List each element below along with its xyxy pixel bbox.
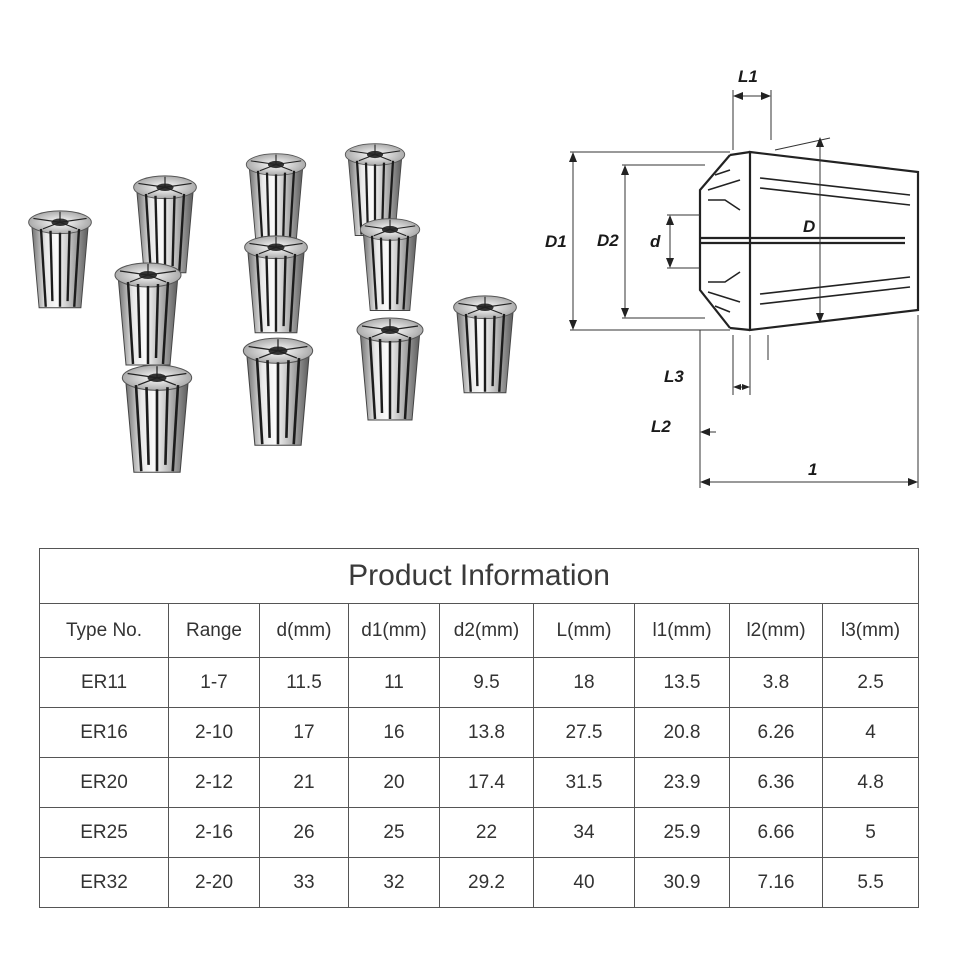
label-L1: L1 [738,67,758,86]
collet-product-photo [27,142,518,474]
cell-l3: 2.5 [821,657,920,708]
cell-d: 17 [259,707,349,758]
table-row: ER16 2-10 17 16 13.8 27.5 20.8 6.26 4 [39,707,920,758]
header-L: L(mm) [533,603,635,658]
cell-L: 27.5 [533,707,635,758]
cell-l1: 25.9 [634,807,730,858]
cell-l2: 3.8 [729,657,823,708]
cell-l2: 6.66 [729,807,823,858]
cell-d1: 32 [348,857,440,908]
label-l: 1 [808,460,817,479]
header-range: Range [168,603,260,658]
table-header-row: Type No. Range d(mm) d1(mm) d2(mm) L(mm)… [39,603,920,658]
cell-L: 40 [533,857,635,908]
cell-l2: 6.26 [729,707,823,758]
cell-l1: 13.5 [634,657,730,708]
cell-type: ER11 [39,657,169,708]
cell-L: 34 [533,807,635,858]
cell-type: ER32 [39,857,169,908]
cell-l3: 5.5 [821,857,920,908]
cell-l1: 23.9 [634,757,730,808]
cell-l3: 4.8 [821,757,920,808]
table-row: ER25 2-16 26 25 22 34 25.9 6.66 5 [39,807,920,858]
cell-d: 26 [259,807,349,858]
cell-type: ER20 [39,757,169,808]
cell-d1: 20 [348,757,440,808]
cell-range: 2-10 [168,707,260,758]
label-L2: L2 [651,417,671,436]
header-d1: d1(mm) [348,603,440,658]
cell-d1: 11 [348,657,440,708]
cell-l3: 5 [821,807,920,858]
cell-range: 2-16 [168,807,260,858]
cell-type: ER16 [39,707,169,758]
cell-d2: 22 [439,807,534,858]
cell-range: 1-7 [168,657,260,708]
cell-d: 21 [259,757,349,808]
table-row: ER11 1-7 11.5 11 9.5 18 13.5 3.8 2.5 [39,657,920,708]
label-L3: L3 [664,367,684,386]
header-type-no: Type No. [39,603,169,658]
label-D1: D1 [545,232,567,251]
header-d2: d2(mm) [439,603,534,658]
label-d: d [650,232,661,251]
header-d: d(mm) [259,603,349,658]
cell-l2: 7.16 [729,857,823,908]
collet-dimension-diagram: L1 D1 D2 d D L3 L2 1 [545,67,920,488]
cell-d2: 9.5 [439,657,534,708]
header-l3: l3(mm) [821,603,920,658]
cell-range: 2-20 [168,857,260,908]
cell-d: 33 [259,857,349,908]
cell-d1: 25 [348,807,440,858]
label-D2: D2 [597,231,619,250]
cell-d2: 13.8 [439,707,534,758]
cell-l3: 4 [821,707,920,758]
cell-range: 2-12 [168,757,260,808]
table-row: ER32 2-20 33 32 29.2 40 30.9 7.16 5.5 [39,857,920,908]
product-information-table: Product Information Type No. Range d(mm)… [38,548,920,908]
table-row: ER20 2-12 21 20 17.4 31.5 23.9 6.36 4.8 [39,757,920,808]
cell-d: 11.5 [259,657,349,708]
table-title: Product Information [38,548,920,604]
label-D: D [803,217,815,236]
cell-d2: 17.4 [439,757,534,808]
cell-type: ER25 [39,807,169,858]
header-l1: l1(mm) [634,603,730,658]
cell-d1: 16 [348,707,440,758]
cell-L: 18 [533,657,635,708]
cell-l2: 6.36 [729,757,823,808]
header-l2: l2(mm) [729,603,823,658]
cell-l1: 20.8 [634,707,730,758]
cell-d2: 29.2 [439,857,534,908]
cell-L: 31.5 [533,757,635,808]
cell-l1: 30.9 [634,857,730,908]
